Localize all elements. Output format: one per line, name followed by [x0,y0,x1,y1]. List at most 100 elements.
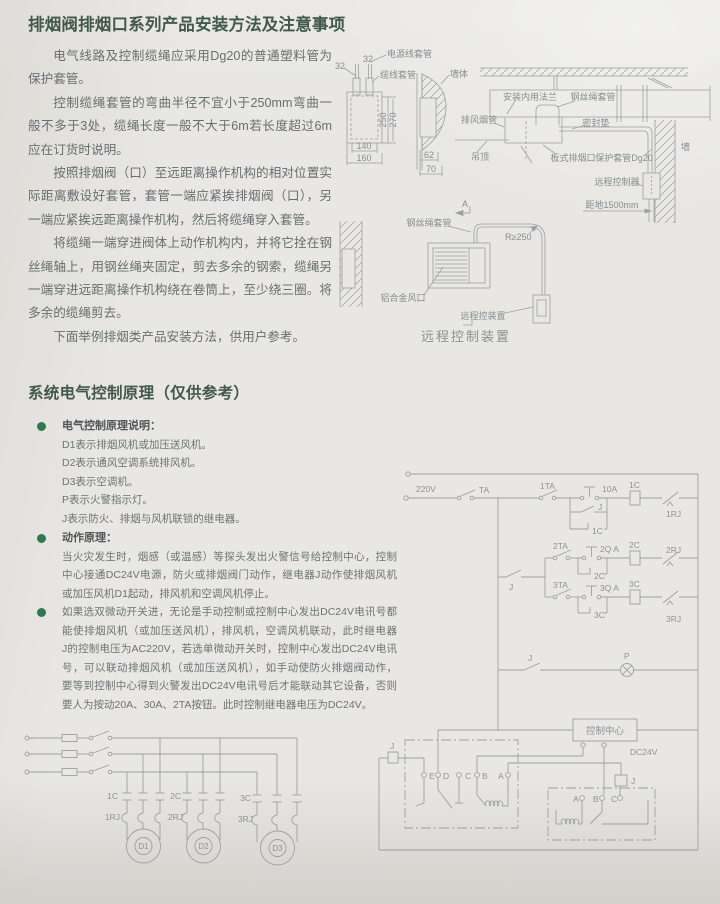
motor-circuit [24,730,302,866]
bullet-body-line: 能使排烟风机（或加压送风机），排风机，空调风机联动，此时继电器 [62,624,397,637]
control-circuit-labels: 220V TA 1TA 10A J 1C 1C 1RJ 2TA 2Q A 2C … [390,480,681,804]
remote-device-caption: 远程控制装置 [421,329,511,344]
bullet-switch-options: 如果选双微动开关进，无论是手动控制或控制中心发出DC24V电讯号都 能使排烟风机… [37,603,397,715]
wall-label: 墙 [681,141,690,152]
label-3rj: 3RJ [666,614,681,624]
label-2qa: 2Q A [600,544,619,554]
intro-paragraphs: 电气线路及控制缆绳应采用Dg20的普通塑料管为 保护套管。 控制缆绳套管的弯曲半… [28,45,332,349]
label-3c-hold: 3C [594,610,605,620]
panel-outlet-label: 板式排烟口 [550,152,595,163]
bullet-icon [37,608,46,617]
term-d: D [443,771,449,781]
dim-70: 70 [426,164,436,174]
motor-circuit-labels: 1C 1RJ 2C 2RJ 3C 3RJ D1 D2 D3 [105,791,283,853]
label-p-lamp: P [624,651,630,661]
motor-branch-2 [181,738,225,864]
label-3c: 3C [240,793,251,803]
power-sleeve-label: 电源线套管 [387,48,432,59]
paragraph-line: 电气线路及控制缆绳应采用Dg20的普通塑料管为 [53,49,332,63]
label-3ta: 3TA [553,580,568,590]
label-ta: TA [479,485,490,495]
dim-62: 62 [424,150,434,160]
control-circuit [378,471,699,851]
bullet-body-line: 要等到控制中心得到火警发出DC24V电讯号后才能联动其它设备，否则 [62,680,397,693]
paragraph-line: 多余的缆绳剪去。 [28,306,129,321]
label-j-hold: J [598,502,602,512]
paragraph-line: 下面举例排烟类产品安装方法，供用户参考。 [53,329,306,344]
valve-drawing-labels: 32 32 电源线套管 缆线套管 250 270 140 160 墙体 62 7… [335,48,468,174]
label-2c: 2C [170,791,181,801]
legend-line: D2表示通风空调系统排风机。 [62,457,202,470]
label-2rj: 2RJ [666,545,681,555]
height-label: 距地1500mm [585,199,638,210]
bullet-heading: 电气控制原理说明： [62,420,161,432]
bullet-body-line: 号，可以联动排烟风机（或加压送风机），如手动使防火排烟阀动作， [62,661,397,674]
paragraph-line: 一端应紧挨远距离操作机构，然后将缆绳穿入套管。 [28,212,318,227]
ceiling-label: 吊顶 [471,152,489,162]
remote-controller-label: 远程控制器 [594,176,639,187]
seal-pad-label: 密封垫 [582,117,609,128]
legend-line: D3表示空调机。 [62,475,139,488]
paragraph-line: 保护套管。 [28,72,91,87]
remote-device-drawing [339,221,551,326]
term-e: E [429,771,435,781]
bullet-heading: 动作原理： [62,532,117,544]
motor-branch-1 [121,738,165,864]
wall-label: 墙体 [450,68,468,79]
ceiling-install-drawing [454,67,711,223]
page-title: 排烟阀排烟口系列产品安装方法及注意事项 [28,16,346,34]
label-d2: D2 [198,842,209,851]
label-1c-hold: 1C [592,526,603,536]
dim-32-left: 32 [335,61,345,71]
label-1c-coil: 1C [629,480,640,490]
remote-device-label: 远程控装置 [460,310,505,321]
section-title: 系统电气控制原理（仅供参考） [28,385,250,402]
dim-250: 250 [378,112,388,127]
legend-line: D1表示排烟风机或加压送风机。 [62,438,212,451]
bullet-body-line: J的控制电压为AC220V，若选单微动开关时，控制中心发出DC24V电讯 [62,643,397,656]
label-3qa: 3Q A [600,583,619,593]
paragraph-line: 丝绳轴上，用钢丝绳夹固定，剪去多余的钢索，缆绳另 [28,259,332,274]
term-b2: B [593,794,599,804]
label-1c: 1C [107,791,118,801]
label-2rj: 2RJ [168,812,183,822]
label-d3: D3 [272,844,283,853]
label-3c-coil: 3C [629,579,640,589]
label-dc24v: DC24V [630,747,658,757]
label-220v: 220V [416,484,436,494]
bullet-action-principle: 动作原理： 当火灾发生时，烟感（或温感）等探头发出火警信号给控制中心，控制 中心… [37,529,397,603]
radius-label: R≥250 [505,232,531,242]
paragraph-line: 一端穿进远距离操作机构绕在卷筒上，至少绕三圈。将 [28,283,332,298]
flange-label: 安装内用法兰 [503,91,557,102]
label-j-relay-left: J [390,741,394,751]
dim-160: 160 [356,153,371,163]
term-c2: C [611,794,617,804]
protect-sleeve-label: 保护套管Dg20 [595,152,653,163]
label-control-center: 控制中心 [586,725,625,737]
paragraph-line: 应在订货时说明。 [28,142,129,157]
label-2ta: 2TA [553,541,568,551]
electrical-schematics: 220V TA 1TA 10A J 1C 1C 1RJ 2TA 2Q A 2C … [24,471,699,866]
label-1rj: 1RJ [666,509,681,519]
label-1rj: 1RJ [105,812,120,822]
paragraph-line: 际距离敷设好套管，套管一端应紧挨排烟阀（口），另 [28,189,332,204]
bullet-body-line: 当火灾发生时，烟感（或温感）等探头发出火警信号给控制中心，控制 [62,550,397,563]
view-marker-a: A [462,199,468,209]
legend-line: P表示火警指示灯。 [62,494,154,507]
wire-rope-sleeve-label: 钢丝绳套管 [570,91,615,102]
label-j-relay-right: J [631,776,635,786]
valve-dimension-drawing [343,54,450,176]
remote-device-labels: 钢丝绳套管 R≥250 铝合金风口 远程控装置 远程控制装置 [380,217,531,344]
label-j-switch: J [509,582,513,592]
bullet-icon [37,422,46,431]
label-2c-hold: 2C [594,571,605,581]
bullet-icon [37,534,46,543]
label-1ta: 1TA [540,481,555,491]
exhaust-duct-label: 排风烟管 [461,114,497,125]
bullet-body-line: 或加压风机D1起动，排风机和空调风机停止。 [62,587,275,600]
term-b: B [482,771,488,781]
term-a: A [498,771,504,781]
alloy-outlet-label: 铝合金风口 [380,292,425,303]
motor-branch-3 [251,738,302,866]
